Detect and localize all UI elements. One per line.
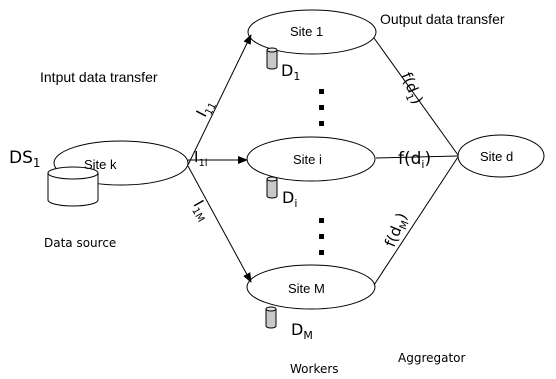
aggregator-node: Site d <box>457 134 545 178</box>
data-source-caption: Data source <box>44 236 116 250</box>
site-d-label: Site d <box>480 149 513 164</box>
output-label-site-m: f(dM) <box>381 210 414 250</box>
site-1-label: Site 1 <box>290 24 323 39</box>
source-dataset-label: DS1 <box>9 148 41 170</box>
source-site-label: Site k <box>84 157 117 172</box>
input-label-site-m: I1M <box>187 197 215 224</box>
aggregator-caption: Aggregator <box>398 351 466 365</box>
site-m-label: Site M <box>288 281 325 296</box>
site-i-database-icon <box>266 176 278 199</box>
site-d-ellipse <box>457 134 545 178</box>
site-i-ellipse <box>246 136 376 182</box>
worker-site-i: Site i Di <box>246 136 376 210</box>
edge-site-1-to-site-d <box>373 37 459 156</box>
ellipsis-dots-upper <box>319 89 324 126</box>
source-database-icon <box>47 166 99 207</box>
worker-site-1: Site 1 D1 <box>247 9 377 83</box>
site-i-data-label: Di <box>282 188 297 210</box>
worker-site-m: Site M DM <box>246 264 376 342</box>
edge-site-m-to-site-d <box>373 156 459 286</box>
edge-source-to-site-m <box>187 165 252 283</box>
edge-site-i-to-site-d <box>375 155 459 159</box>
source-site-ellipse <box>53 140 189 186</box>
input-transfer-caption: Intput data transfer <box>40 69 158 85</box>
output-label-site-i: f(di) <box>398 149 431 171</box>
site-1-ellipse <box>247 9 377 55</box>
output-label-site-1: f(d1) <box>395 70 427 108</box>
ellipsis-dots-lower <box>319 218 324 255</box>
input-label-site-i: I1i <box>194 148 208 169</box>
input-label-site-1: I11 <box>193 96 220 121</box>
site-m-database-icon <box>265 306 277 329</box>
output-transfer-caption: Output data transfer <box>380 11 505 27</box>
site-1-database-icon <box>266 47 278 70</box>
workers-caption: Workers <box>290 362 339 376</box>
site-m-ellipse <box>246 264 376 310</box>
edge-source-to-site-1 <box>187 34 252 166</box>
site-m-data-label: DM <box>291 320 313 342</box>
site-i-label: Site i <box>293 152 322 167</box>
site-1-data-label: D1 <box>281 61 300 83</box>
source-node: Site k DS1 <box>9 140 189 207</box>
